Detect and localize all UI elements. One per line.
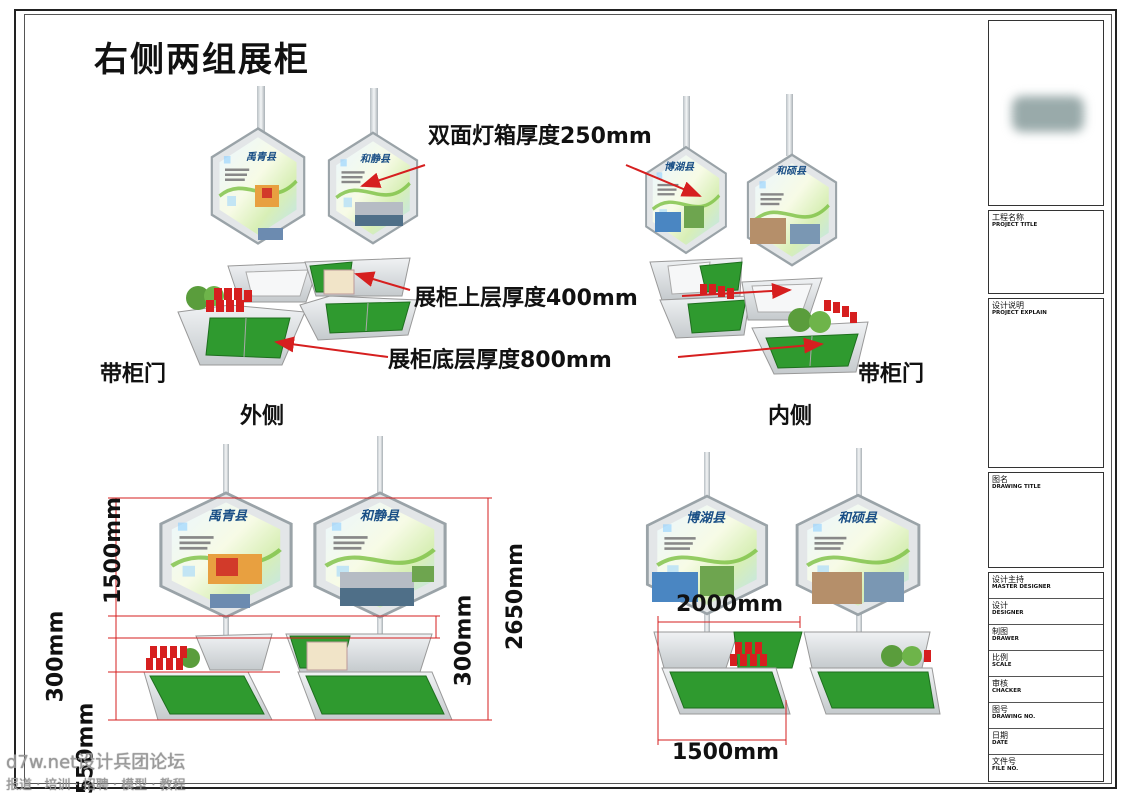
dim-1500-vertical: 1500mm [101,496,127,605]
label-inner-side: 内侧 [768,404,813,429]
project-explain-cn: 设计说明 [992,301,1024,310]
pole [370,88,378,176]
dim-300-right-vertical: 300mm [451,594,477,687]
project-explain-box: 设计说明 PROJECT EXPLAIN [988,298,1104,468]
drawing-border [14,9,1117,789]
project-title-box: 工程名称 PROJECT TITLE [988,210,1104,294]
drawing-inner-border [24,14,1112,784]
project-title-en: PROJECT TITLE [992,222,1038,228]
panel-title-p1: 禹青县 [246,151,277,163]
callout-arrows [274,164,824,358]
project-explain-en: PROJECT EXPLAIN [992,310,1047,316]
label-outer-side: 外侧 [240,404,285,429]
panel-title-p1-elev: 禹青县 [208,508,248,524]
label-door-left: 带柜门 [100,362,167,387]
panel-title-p2: 和静县 [360,153,391,165]
project-title-cn: 工程名称 [992,213,1024,222]
outer-elevation-group [143,436,453,721]
dimension-lines [108,497,801,745]
product-box [323,269,355,295]
inner-perspective-group [644,94,869,375]
panel-title-p4: 和硕县 [776,165,807,177]
dim-1500-horizontal: 1500mm [672,740,780,765]
panel-title-p3-elev: 博湖县 [686,510,726,526]
dim-2000-horizontal: 2000mm [676,592,784,617]
panel-title-p2-elev: 和静县 [360,508,400,524]
panel-title-p4-elev: 和硕县 [838,510,878,526]
panel-title-p3: 博湖县 [664,161,695,173]
label-upper-thickness: 展柜上层厚度400mm [414,286,638,311]
drawing-title-cn: 图名 [992,475,1008,484]
drawing-title-en: DRAWING TITLE [992,484,1041,490]
dim-300-left-vertical: 300mm [43,610,69,703]
label-bottom-thickness: 展柜底层厚度800mm [388,348,612,373]
label-lightbox-thickness: 双面灯箱厚度250mm [428,124,652,149]
drawing-title-box: 图名 DRAWING TITLE [988,472,1104,568]
dim-2650-vertical: 2650mm [503,542,529,651]
watermark-line1: d7w.net设计兵团论坛 [6,752,186,773]
photo [258,228,283,240]
watermark-line2: 报道 · 培训 · 招聘 · 模型 · 教程 [6,778,186,793]
page-title: 右侧两组展柜 [94,40,310,80]
outer-perspective-group [177,86,419,366]
company-logo [1012,96,1084,132]
label-door-right: 带柜门 [858,362,925,387]
inner-elevation-group [647,448,941,715]
